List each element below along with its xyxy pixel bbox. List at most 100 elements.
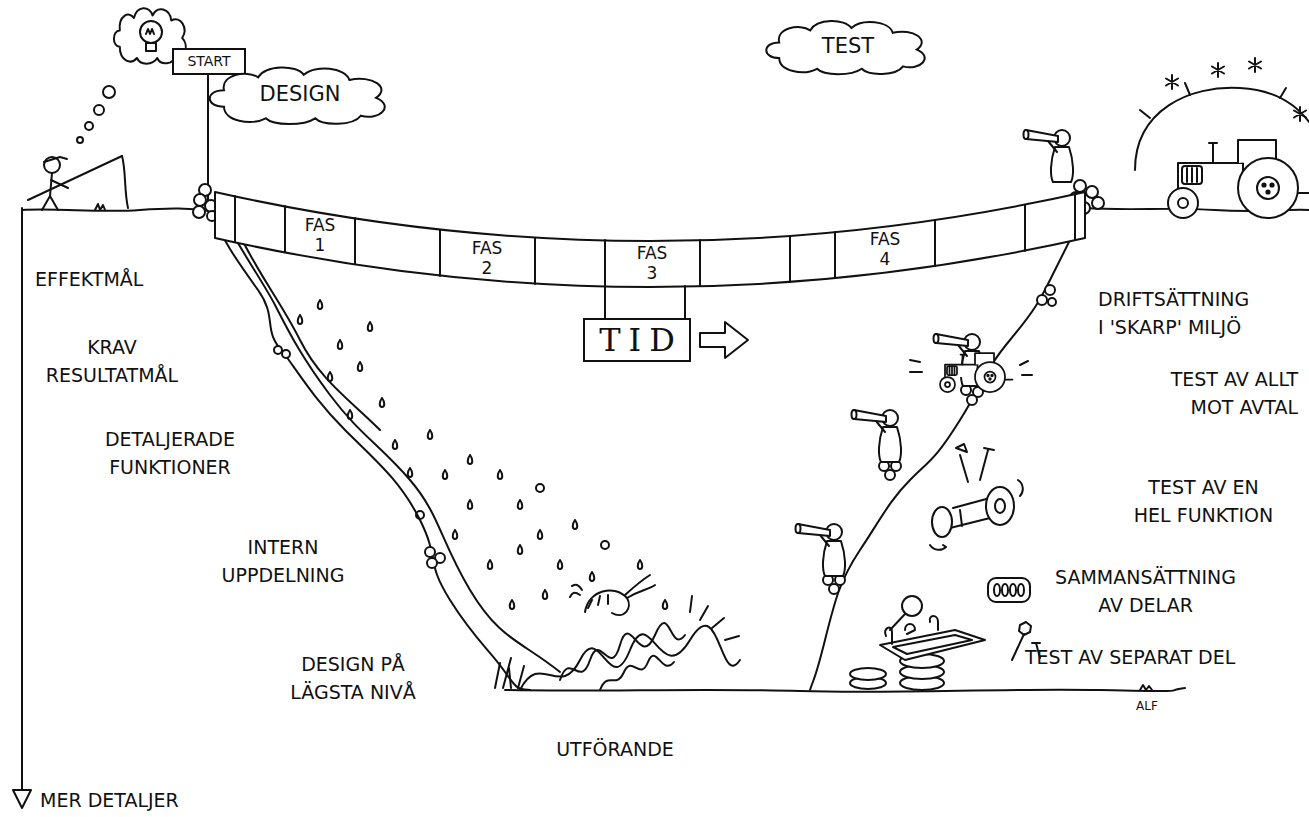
execution-label: UTFÖRANDE [515, 736, 715, 764]
spotter-figures [852, 410, 902, 462]
start-sign: START [172, 48, 246, 75]
node-text: DESIGN [260, 82, 341, 106]
rock-pile [425, 547, 435, 557]
phase-cell: FAS 4 [865, 227, 905, 273]
waterfall [468, 455, 473, 464]
finished-tractor [1168, 140, 1309, 218]
loose-parts [902, 596, 922, 616]
idea-cloud [146, 43, 156, 51]
loose-parts [880, 630, 985, 660]
test-level-label: SAMMANSÄTTNING AV DELAR [1048, 564, 1243, 619]
fishing-figure [94, 105, 104, 115]
axle-assembly [932, 507, 952, 537]
rock-pile [193, 206, 205, 218]
waterfall [338, 340, 343, 349]
ground-line [1140, 685, 1152, 690]
rock-pile [1037, 295, 1047, 305]
node-text: FAS 1 [300, 216, 340, 255]
waterfall [560, 623, 685, 680]
waterfall [416, 511, 424, 519]
fishing-figure [85, 122, 93, 130]
idea-cloud [140, 21, 162, 43]
rock-pile [1074, 180, 1086, 192]
axle-assembly [930, 444, 1023, 550]
shrimp [588, 595, 608, 608]
fishing-figure [103, 86, 115, 98]
node-text: TEST [822, 34, 874, 58]
waterfall [380, 398, 385, 407]
bridge [700, 322, 748, 358]
node-text: FAS 4 [865, 230, 905, 269]
loose-parts [1002, 584, 1008, 596]
rock-pile [427, 558, 437, 568]
fishing-figure [28, 156, 122, 200]
ground-line [95, 204, 105, 210]
bridge [235, 194, 1075, 286]
cloud-outline [210, 67, 385, 124]
axis-label: MER DETALJER [40, 787, 240, 815]
canyon-wall [212, 210, 1085, 690]
test-level-label: DRIFTSÄTTNING I 'SKARP' MILJÖ [1098, 286, 1256, 341]
node-text: START [187, 53, 230, 69]
ground-line [505, 688, 1185, 692]
design-level-label: EFFEKTMÅL [35, 266, 235, 294]
waterfall [538, 530, 543, 539]
ground-line [495, 658, 524, 688]
waterfall [573, 520, 578, 529]
waterfall [518, 500, 523, 509]
node-text: TID [591, 322, 683, 359]
start-pole [207, 75, 209, 200]
waterfall [600, 656, 674, 690]
shrimp [625, 575, 655, 598]
bridge [215, 192, 1085, 358]
fishing-figure [122, 156, 128, 208]
fishing-figure [51, 180, 68, 188]
rock-pile [1092, 197, 1104, 209]
node-text: FAS 2 [467, 239, 507, 278]
waterfall [298, 315, 303, 324]
design-level-label: DETALJERADE FUNKTIONER [85, 426, 255, 481]
waterfall [318, 300, 323, 309]
design-cloud: DESIGN [205, 62, 395, 126]
rock-pile [194, 194, 206, 206]
rock-pile [1045, 285, 1055, 295]
fishing-figure [77, 137, 83, 143]
waterfall [488, 560, 493, 569]
rock-pile [282, 350, 290, 358]
finished-tractor [1135, 58, 1309, 218]
rock-pile [1086, 186, 1098, 198]
waterfall [558, 560, 563, 569]
axle-assembly [950, 498, 990, 528]
loose-parts [850, 668, 886, 680]
rock-pile [967, 395, 977, 405]
design-level-label: DESIGN PÅ LÄGSTA NIVÅ [283, 651, 423, 706]
spotter-figures [796, 130, 1074, 576]
phase-cell: FAS 3 [632, 242, 672, 286]
axle-assembly [930, 480, 1023, 550]
rock-pile [193, 180, 1104, 594]
node-text: FAS 3 [632, 244, 672, 283]
canyon-wall [810, 210, 1085, 690]
bridge [215, 192, 1085, 287]
waterfall [690, 596, 739, 640]
axle-assembly [986, 487, 1014, 525]
detail-arrow [13, 208, 31, 808]
ground-line [22, 208, 212, 211]
artist-signature: ALF [1136, 698, 1196, 715]
shrimp [585, 590, 629, 615]
waterfall [428, 430, 433, 439]
loose-parts [890, 614, 905, 630]
waterfall [468, 500, 473, 509]
tested-tractor [910, 360, 1032, 375]
v-model-illustration [13, 8, 1309, 808]
rock-pile [274, 346, 282, 354]
loose-parts [994, 584, 1000, 596]
test-level-label: TEST AV SEPARAT DEL [1025, 644, 1295, 672]
rock-pile [829, 584, 839, 594]
tested-tractor [910, 353, 1032, 392]
waterfall [408, 468, 413, 477]
loose-parts [1010, 584, 1016, 596]
